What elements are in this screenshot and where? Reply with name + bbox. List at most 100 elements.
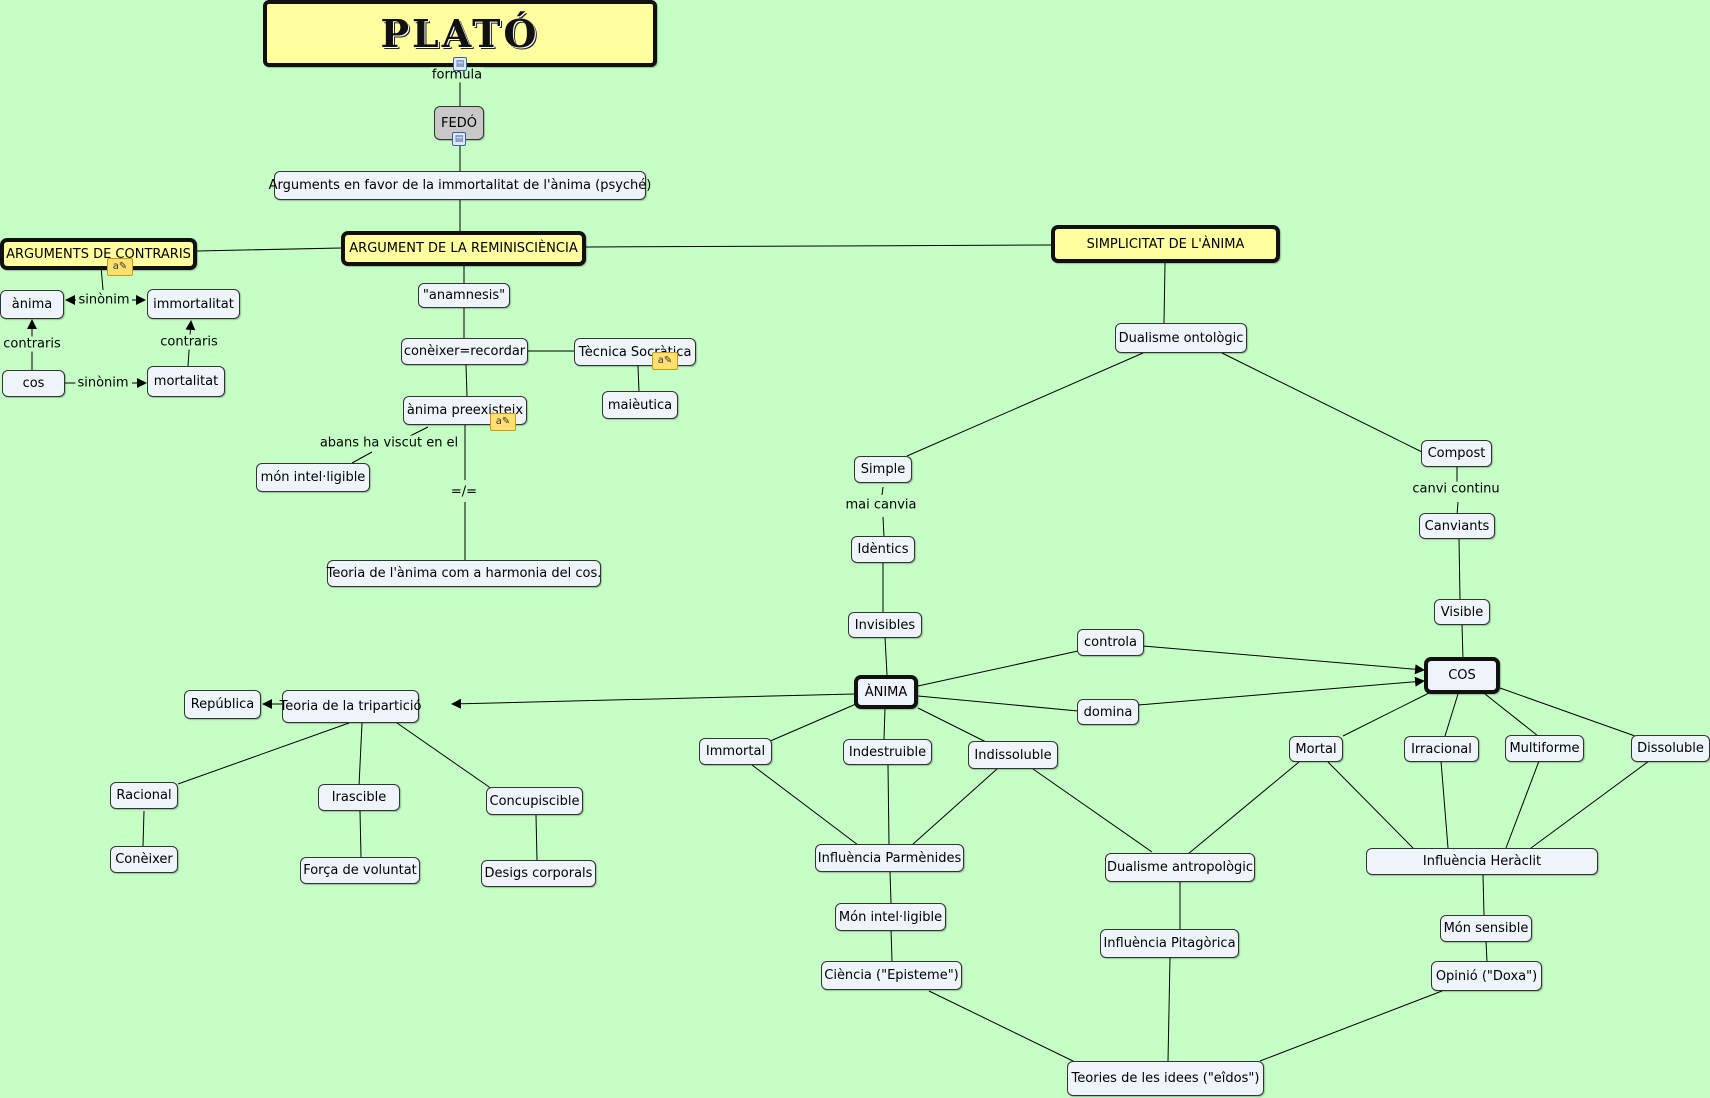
link-label-contraris-2: contraris <box>158 334 220 350</box>
node-teoria-triparticio[interactable]: Teoria de la tripartició <box>280 690 421 723</box>
node-coneixer-recordar[interactable]: conèixer=recordar <box>401 338 528 365</box>
node-forca-voluntat[interactable]: Força de voluntat <box>300 857 420 884</box>
link-label-sinonim-2: sinònim <box>75 375 131 391</box>
node-mortalitat[interactable]: mortalitat <box>147 366 225 397</box>
edge <box>409 426 429 437</box>
node-maieutica[interactable]: maièutica <box>602 391 678 419</box>
edge <box>1485 940 1488 963</box>
node-influencia-parmenides[interactable]: Influència Parmènides <box>815 844 964 872</box>
node-identics[interactable]: Idèntics <box>851 536 915 563</box>
link-label-diferent: =/= <box>448 484 480 500</box>
edge <box>396 722 493 790</box>
node-mon-intelligible-1[interactable]: món intel·ligible <box>256 463 370 492</box>
edge <box>1444 693 1459 737</box>
edge <box>1530 760 1650 849</box>
edge <box>1259 990 1443 1062</box>
link-label-mai-canvia: mai canvia <box>843 497 919 513</box>
node-influencia-heraclit[interactable]: Influència Heràclit <box>1366 848 1598 875</box>
node-racional[interactable]: Racional <box>110 782 178 809</box>
edge <box>1482 873 1485 916</box>
edge <box>1499 687 1636 737</box>
edge <box>917 650 1079 687</box>
edge <box>883 707 886 740</box>
node-argument-reminiscencia[interactable]: ARGUMENT DE LA REMINISCIÈNCIA <box>341 231 586 266</box>
edge <box>767 703 857 743</box>
node-irascible[interactable]: Irascible <box>318 784 400 811</box>
edge <box>881 486 884 496</box>
node-influencia-pitagorica[interactable]: Influència Pitagòrica <box>1100 929 1239 958</box>
edge <box>1484 693 1539 737</box>
edge <box>1137 676 1425 706</box>
title-node-plato[interactable]: PLATÓ <box>263 0 657 67</box>
node-arguments-immortalitat[interactable]: Arguments en favor de la immortalitat de… <box>269 171 651 200</box>
edge <box>890 928 893 962</box>
node-multiforme[interactable]: Multiforme <box>1505 735 1584 762</box>
link-label-canvi-continu: canvi continu <box>1410 481 1502 497</box>
node-arguments-contraris[interactable]: ARGUMENTS DE CONTRARIS <box>0 238 197 270</box>
edge <box>637 365 640 393</box>
node-dualisme-ontologic[interactable]: Dualisme ontològic <box>1115 323 1247 353</box>
node-ciencia-episteme[interactable]: Ciència ("Episteme") <box>821 961 962 990</box>
node-anamnesis[interactable]: "anamnesis" <box>418 283 510 308</box>
edge <box>358 722 363 787</box>
node-desigs-corporals[interactable]: Desigs corporals <box>481 860 596 887</box>
node-domina[interactable]: domina <box>1077 699 1139 725</box>
node-invisibles[interactable]: Invisibles <box>848 612 922 638</box>
document-resource-icon[interactable]: ▤ <box>453 57 467 71</box>
node-cos-hub[interactable]: COS <box>1424 657 1500 694</box>
edge <box>889 870 892 904</box>
annotation-note-icon[interactable]: a✎ <box>107 258 133 276</box>
edge <box>142 810 145 847</box>
node-republica[interactable]: República <box>184 690 261 719</box>
node-teories-idees[interactable]: Teories de les idees ("eîdos") <box>1067 1061 1264 1096</box>
edge <box>1163 262 1166 324</box>
edge <box>1456 501 1459 516</box>
node-anima-hub[interactable]: ÀNIMA <box>854 675 918 709</box>
link-label-contraris-1: contraris <box>1 336 63 352</box>
node-coneixer[interactable]: Conèixer <box>110 846 178 873</box>
node-dualisme-antropologic[interactable]: Dualisme antropològic <box>1105 853 1255 882</box>
node-simplicitat-anima[interactable]: SIMPLICITAT DE L'ÀNIMA <box>1051 225 1280 263</box>
edge <box>917 695 1079 712</box>
node-dissoluble[interactable]: Dissoluble <box>1631 735 1710 762</box>
node-mortal[interactable]: Mortal <box>1289 736 1343 762</box>
edge <box>882 516 885 538</box>
edge <box>884 636 888 676</box>
node-mon-intelligible-2[interactable]: Món intel·ligible <box>835 903 946 931</box>
edge <box>1461 623 1464 661</box>
node-immortal[interactable]: Immortal <box>699 738 772 765</box>
edge <box>1342 691 1432 737</box>
edge <box>585 244 1052 248</box>
node-canviants[interactable]: Canviants <box>1419 513 1495 539</box>
node-irracional[interactable]: Irracional <box>1404 736 1479 762</box>
node-controla[interactable]: controla <box>1077 629 1144 656</box>
link-label-abans: abans ha viscut en el <box>317 435 461 451</box>
edge <box>1142 645 1425 675</box>
edge <box>928 990 1076 1063</box>
annotation-note-icon[interactable]: a✎ <box>490 413 516 431</box>
edge <box>177 722 350 785</box>
node-simple[interactable]: Simple <box>854 456 912 483</box>
node-visible[interactable]: Visible <box>1434 599 1490 625</box>
node-concupiscible[interactable]: Concupiscible <box>486 787 583 815</box>
node-indestruible[interactable]: Indestruible <box>843 739 932 765</box>
node-compost[interactable]: Compost <box>1421 440 1492 467</box>
node-teoria-harmonia[interactable]: Teoria de l'ànima com a harmonia del cos… <box>327 560 601 587</box>
node-indissoluble[interactable]: Indissoluble <box>968 741 1058 769</box>
annotation-note-icon[interactable]: a✎ <box>652 352 678 370</box>
node-immortalitat[interactable]: immortalitat <box>147 289 240 319</box>
node-opinio-doxa[interactable]: Opinió ("Doxa") <box>1431 961 1542 991</box>
node-cos-contraris[interactable]: cos <box>2 370 65 397</box>
edge <box>100 265 104 291</box>
node-mon-sensible[interactable]: Món sensible <box>1440 915 1532 942</box>
edge <box>1505 760 1540 849</box>
node-anima-preexisteix[interactable]: ànima preexisteix <box>403 396 527 425</box>
edge <box>1032 768 1153 853</box>
edge <box>1187 761 1300 855</box>
document-resource-icon[interactable]: ▤ <box>452 132 466 146</box>
edge <box>1327 761 1414 849</box>
edge <box>751 764 859 846</box>
edge <box>465 364 468 397</box>
node-anima-contraris[interactable]: ànima <box>0 290 64 319</box>
